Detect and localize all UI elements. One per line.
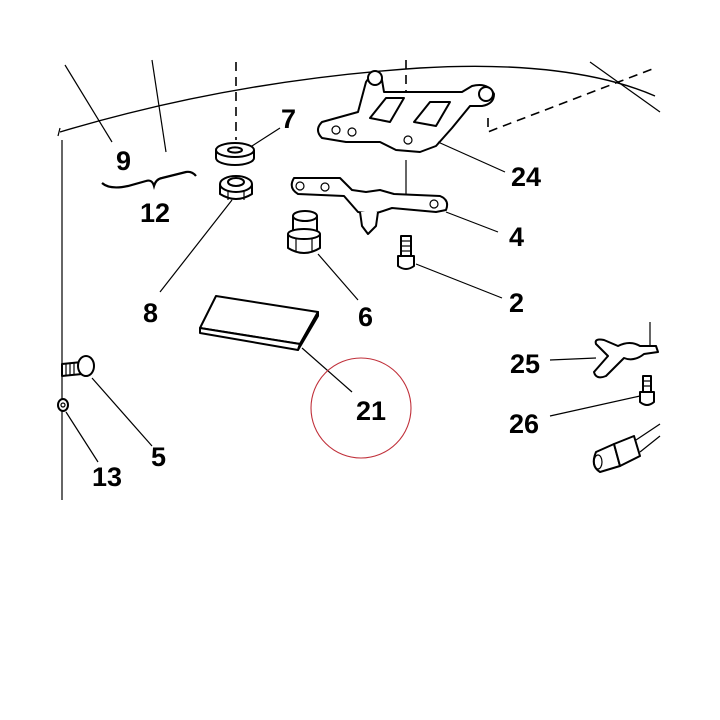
callout-24: 24 [511,162,541,192]
callout-9: 9 [116,146,131,176]
screw-part-26 [639,375,655,406]
centerline-right [487,67,656,134]
leader-12 [151,59,167,153]
pad-part-21 [199,295,319,351]
callout-8: 8 [143,298,158,328]
bracket-part-24 [317,70,495,153]
leader-8 [159,199,233,293]
callout-7: 7 [281,104,296,134]
callout-26: 26 [509,409,539,439]
highlight-circle-21 [310,357,412,459]
screw-part-2 [397,235,415,270]
leader-24 [437,141,506,173]
callout-2: 2 [509,288,524,318]
callout-6: 6 [358,302,373,332]
body-outline-edge [57,127,61,137]
leader-4 [445,211,499,233]
washer-part-7 [215,142,255,166]
callout-25: 25 [510,349,540,379]
plate-part-4 [290,177,449,235]
callout-4: 4 [509,222,524,252]
leader-6 [317,253,359,301]
clip-part-25 [593,322,659,379]
bushing-part-6 [287,210,321,254]
leader-13 [65,411,99,463]
body-right-diagonal [589,61,661,113]
leader-21 [301,347,353,393]
nut-part-13 [57,398,69,412]
callout-12: 12 [140,198,170,228]
callout-21: 21 [356,396,386,426]
leader-7 [251,127,281,147]
leader-5 [91,377,153,447]
leader-25 [549,357,597,361]
leader-2 [415,263,503,299]
leader-9 [64,64,113,143]
callout-5: 5 [151,442,166,472]
leader-26 [549,395,641,417]
brace-9-12 [101,170,197,190]
body-outline [59,65,656,133]
cable-connector [592,423,661,473]
callout-13: 13 [92,462,122,492]
bolt-part-5 [61,355,95,377]
nut-part-8 [219,175,253,200]
